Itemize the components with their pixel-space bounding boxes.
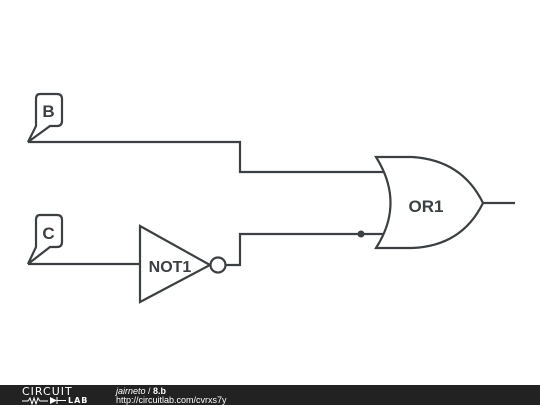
wire-not-out	[226, 232, 392, 267]
not-gate-body	[138, 224, 213, 304]
logo-resistor-icon	[22, 396, 66, 405]
logo-text-bottom: LAB	[68, 396, 89, 405]
input-b[interactable]: B	[27, 92, 64, 143]
circuit-diagram: B C NOT1 OR1	[27, 92, 515, 304]
input-c-label: C	[42, 224, 54, 243]
or-gate[interactable]: OR1	[373, 155, 485, 250]
footer-author[interactable]: jairneto	[116, 386, 146, 396]
footer-author-title: jairneto / 8.b	[116, 386, 166, 396]
or-gate-body	[373, 155, 485, 250]
footer-separator: /	[145, 386, 154, 396]
input-c[interactable]: C	[27, 213, 64, 265]
not-gate-label: NOT1	[149, 259, 192, 276]
not-gate-bubble	[209, 256, 227, 274]
footer-bar: CIRCUIT LAB jairneto / 8.b http://circui…	[0, 385, 540, 405]
or-gate-label: OR1	[409, 197, 444, 216]
not-gate[interactable]: NOT1	[138, 224, 227, 304]
footer-url[interactable]: http://circuitlab.com/cvrxs7y	[116, 395, 227, 405]
junction-dot	[357, 230, 365, 238]
logo-text-top: CIRCUIT	[22, 385, 73, 398]
input-b-flag	[27, 92, 64, 143]
input-b-label: B	[42, 102, 54, 121]
footer-title: 8.b	[153, 386, 167, 396]
input-c-flag	[27, 213, 64, 265]
wire-b	[28, 140, 390, 174]
